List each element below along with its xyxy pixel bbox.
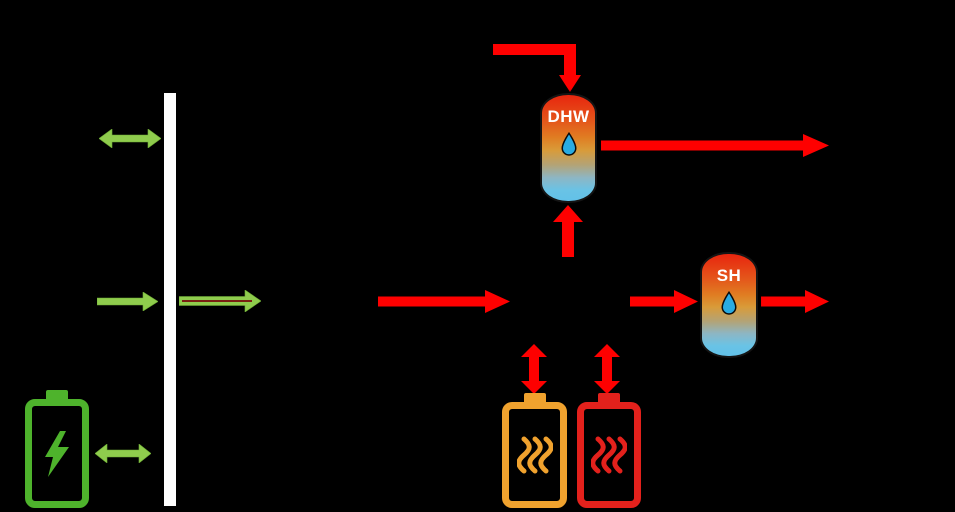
water-droplet-icon (721, 291, 737, 315)
dhw-tank: DHW (540, 93, 597, 203)
arrow-red-into-junction (378, 290, 510, 313)
electric-battery (25, 390, 89, 508)
dhw-tank-label: DHW (547, 107, 590, 126)
sh-tank-label: SH (716, 266, 742, 285)
battery-terminal (598, 393, 620, 403)
sh-tank: SH (700, 252, 758, 358)
bus-bar (164, 93, 176, 506)
arrow-bidirectional-battery-green (95, 444, 151, 463)
arrow-red-dhw-output (601, 134, 829, 157)
lightning-bolt-icon (45, 430, 69, 477)
arrow-red-junction-to-dhw (553, 205, 583, 257)
arrow-red-elbow-into-dhw (493, 44, 581, 92)
arrow-red-sh-output (761, 290, 829, 313)
thin-dark-red-line (182, 300, 252, 302)
arrow-red-storage-hot-bidirectional (594, 344, 620, 394)
heat-waves-icon (591, 436, 627, 474)
arrow-green-into-bus (97, 292, 158, 311)
thermal-storage-hot (577, 393, 641, 508)
heat-waves-icon (516, 436, 553, 474)
water-droplet-icon (560, 132, 577, 156)
thermal-storage-warm (502, 393, 567, 508)
battery-terminal (523, 393, 546, 403)
arrow-red-junction-to-sh (630, 290, 698, 313)
battery-terminal (46, 390, 68, 400)
arrow-red-storage-warm-bidirectional (521, 344, 547, 394)
arrow-bidirectional-top-green (99, 129, 161, 148)
